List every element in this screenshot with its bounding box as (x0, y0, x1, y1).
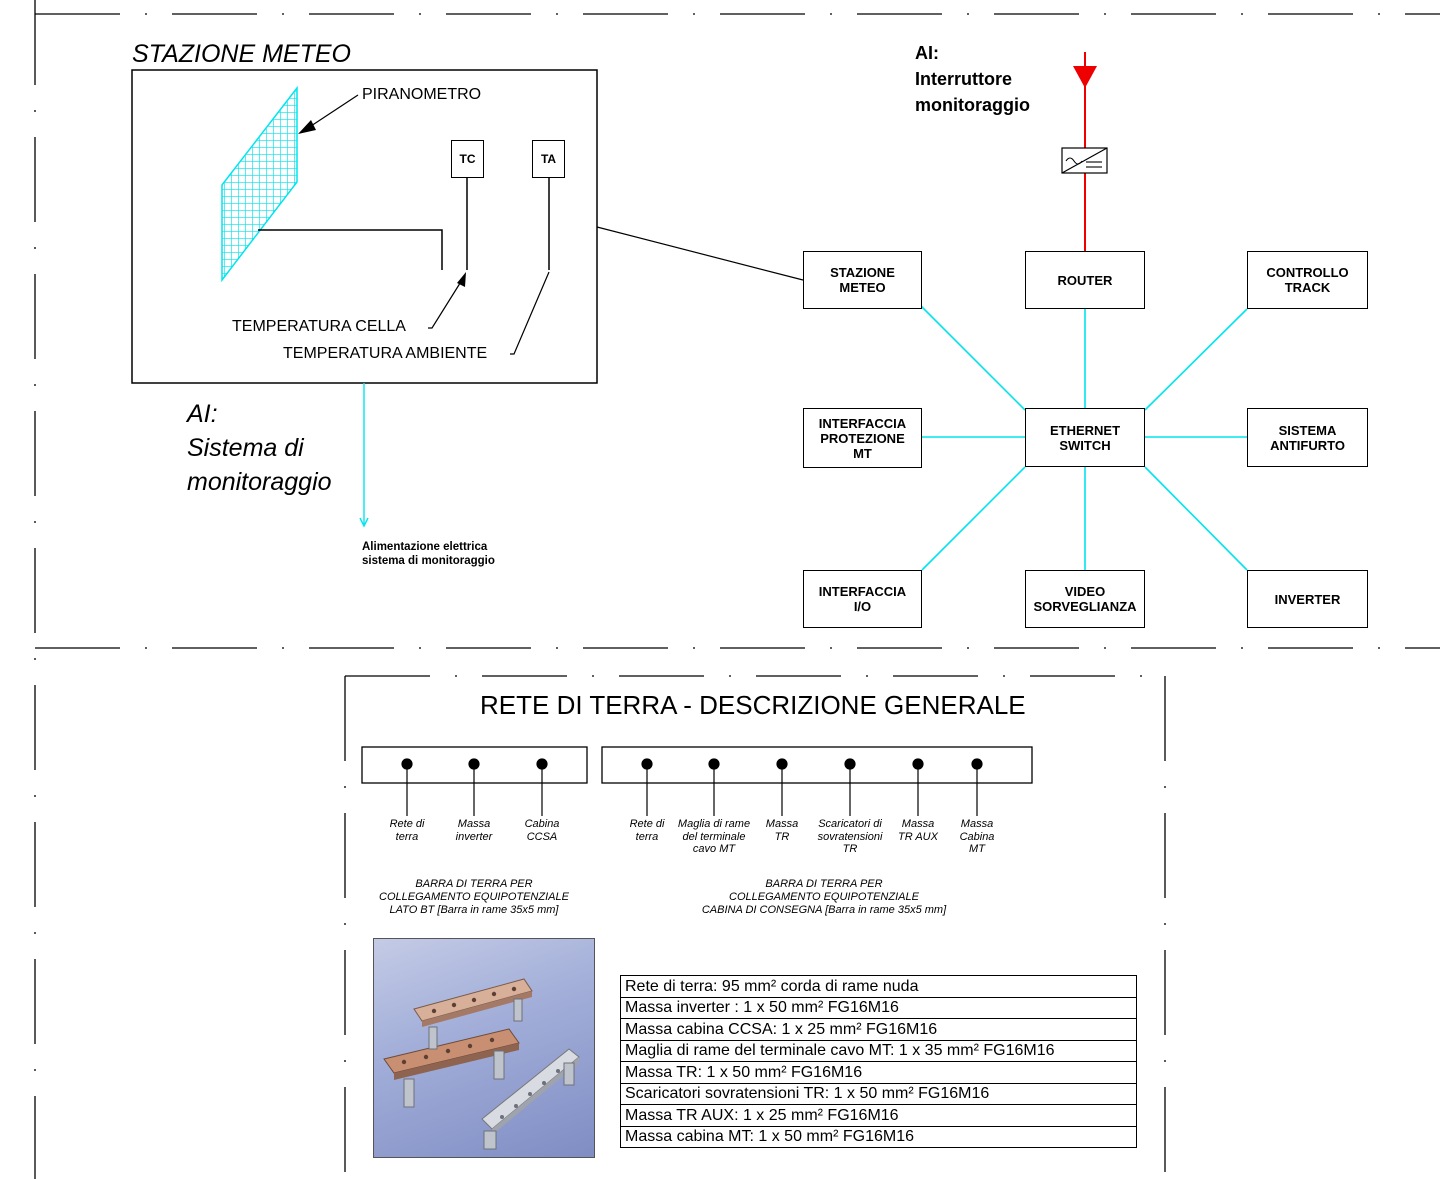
node-interfaccia-protezione: INTERFACCIA PROTEZIONE MT (803, 408, 922, 468)
spec-cell: Massa cabina MT: 1 x 50 mm² FG16M16 (621, 1126, 1137, 1148)
table-row: Massa cabina CCSA: 1 x 25 mm² FG16M16 (621, 1019, 1137, 1041)
node-interfaccia-protezione-label: INTERFACCIA PROTEZIONE MT (819, 416, 906, 461)
tc-sensor-label: TC (460, 152, 476, 167)
node-controllo-track-label: CONTROLLO TRACK (1266, 265, 1348, 295)
spec-cell: Maglia di rame del terminale cavo MT: 1 … (621, 1040, 1137, 1062)
ta-sensor-label: TA (541, 152, 556, 167)
grounding-spec-table: Rete di terra: 95 mm² corda di rame nuda… (620, 975, 1137, 1148)
node-ethernet-switch-label: ETHERNET SWITCH (1050, 423, 1120, 453)
node-interfaccia-io: INTERFACCIA I/O (803, 570, 922, 628)
bar-mt-tap-label: Scaricatori di sovratensioni TR (818, 818, 883, 856)
node-interfaccia-io-label: INTERFACCIA I/O (819, 584, 906, 614)
pyranometer-label: PIRANOMETRO (362, 86, 481, 104)
pyranometer-panel (222, 88, 297, 280)
bar-mt-tap-label: Massa Cabina MT (960, 818, 995, 856)
grounding-title: RETE DI TERRA - DESCRIZIONE GENERALE (480, 690, 1026, 721)
node-video-sorveglianza-label: VIDEO SORVEGLIANZA (1033, 584, 1136, 614)
cell-temperature-label: TEMPERATURA CELLA (232, 318, 406, 336)
spec-cell: Massa TR: 1 x 50 mm² FG16M16 (621, 1062, 1137, 1084)
ta-sensor: TA (532, 140, 565, 178)
bar-bt-caption: BARRA DI TERRA PER COLLEGAMENTO EQUIPOTE… (379, 878, 569, 917)
breaker-note-line2: Interruttore (915, 66, 1030, 92)
tc-sensor: TC (451, 140, 484, 178)
copper-bar-illustration (374, 939, 595, 1158)
node-inverter-label: INVERTER (1275, 592, 1341, 607)
table-row: Rete di terra: 95 mm² corda di rame nuda (621, 976, 1137, 998)
bar-bt-tap-label: Cabina CCSA (525, 818, 560, 843)
spec-cell: Rete di terra: 95 mm² corda di rame nuda (621, 976, 1137, 998)
weather-station-title: STAZIONE METEO (132, 40, 351, 69)
monitoring-note-line3: monitoraggio (187, 465, 332, 499)
weather-station-box (132, 70, 597, 383)
table-row: Massa TR: 1 x 50 mm² FG16M16 (621, 1062, 1137, 1084)
table-row: Maglia di rame del terminale cavo MT: 1 … (621, 1040, 1137, 1062)
monitoring-note-line2: Sistema di (187, 431, 332, 465)
bar-mt (602, 747, 1032, 783)
spec-cell: Scaricatori sovratensioni TR: 1 x 50 mm²… (621, 1083, 1137, 1105)
ambient-temperature-label: TEMPERATURA AMBIENTE (283, 345, 487, 363)
bar-bt-tap-label: Rete di terra (390, 818, 425, 843)
bar-mt-tap-label: Massa TR (766, 818, 798, 843)
node-router: ROUTER (1025, 251, 1145, 309)
spec-cell: Massa cabina CCSA: 1 x 25 mm² FG16M16 (621, 1019, 1137, 1041)
node-stazione-meteo-label: STAZIONE METEO (830, 265, 895, 295)
node-inverter: INVERTER (1247, 570, 1368, 628)
table-row: Massa inverter : 1 x 50 mm² FG16M16 (621, 997, 1137, 1019)
breaker-note-line3: monitoraggio (915, 92, 1030, 118)
spec-cell: Massa inverter : 1 x 50 mm² FG16M16 (621, 997, 1137, 1019)
node-video-sorveglianza: VIDEO SORVEGLIANZA (1025, 570, 1145, 628)
power-supply-note: Alimentazione elettrica sistema di monit… (362, 540, 495, 568)
monitoring-note-line1: AI: (187, 397, 332, 431)
bar-bt-tap-label: Massa inverter (456, 818, 493, 843)
table-row: Massa TR AUX: 1 x 25 mm² FG16M16 (621, 1105, 1137, 1127)
breaker-note: AI: Interruttore monitoraggio (915, 40, 1030, 118)
breaker-symbol (1062, 148, 1107, 173)
table-row: Scaricatori sovratensioni TR: 1 x 50 mm²… (621, 1083, 1137, 1105)
breaker-note-line1: AI: (915, 40, 1030, 66)
node-stazione-meteo: STAZIONE METEO (803, 251, 922, 309)
bar-mt-tap-label: Maglia di rame del terminale cavo MT (678, 818, 750, 856)
spec-cell: Massa TR AUX: 1 x 25 mm² FG16M16 (621, 1105, 1137, 1127)
bar-mt-tap-label: Massa TR AUX (898, 818, 938, 843)
copper-bar-photo (373, 938, 595, 1158)
table-row: Massa cabina MT: 1 x 50 mm² FG16M16 (621, 1126, 1137, 1148)
node-router-label: ROUTER (1058, 273, 1113, 288)
bar-mt-tap-label: Rete di terra (630, 818, 665, 843)
node-sistema-antifurto-label: SISTEMA ANTIFURTO (1270, 423, 1345, 453)
bar-mt-caption: BARRA DI TERRA PER COLLEGAMENTO EQUIPOTE… (702, 878, 946, 917)
monitoring-note: AI: Sistema di monitoraggio (187, 397, 332, 499)
node-sistema-antifurto: SISTEMA ANTIFURTO (1247, 408, 1368, 467)
node-controllo-track: CONTROLLO TRACK (1247, 251, 1368, 309)
node-ethernet-switch: ETHERNET SWITCH (1025, 408, 1145, 467)
